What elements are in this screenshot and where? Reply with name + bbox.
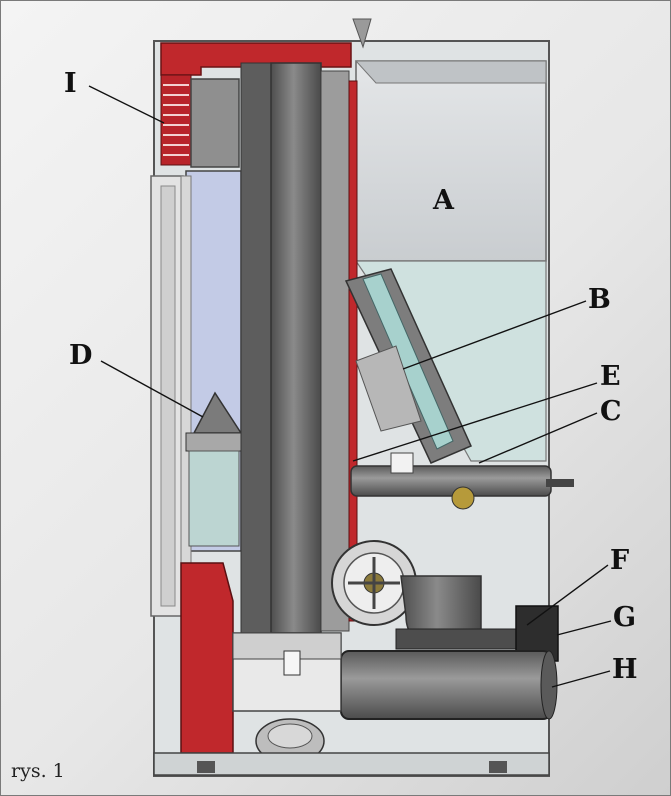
label-E: E xyxy=(600,361,621,392)
red-lower-panel xyxy=(180,562,234,754)
leader-line-B xyxy=(402,300,587,370)
combustion-chamber xyxy=(180,170,242,617)
deflector xyxy=(185,391,243,547)
exhaust-fan xyxy=(331,540,417,626)
leader-line-G xyxy=(556,620,612,636)
label-B: B xyxy=(588,284,611,315)
leader-line-H xyxy=(551,670,611,688)
label-D: D xyxy=(69,340,92,371)
heat-exchanger-coil xyxy=(160,74,240,168)
central-flue-column xyxy=(240,62,358,634)
pellet-hopper xyxy=(352,18,547,462)
leader-lines xyxy=(88,85,612,688)
label-C: C xyxy=(600,396,622,427)
flue-outlet-pipe xyxy=(340,650,558,720)
figure-caption: rys. 1 xyxy=(11,760,65,782)
base-unit xyxy=(153,632,550,776)
igniter-rod xyxy=(350,452,574,510)
label-G: G xyxy=(613,602,636,633)
leader-line-F xyxy=(526,564,609,626)
leader-line-D xyxy=(100,360,204,418)
label-A: A xyxy=(432,185,455,216)
label-H: H xyxy=(612,654,638,685)
feed-auger-tube xyxy=(344,268,472,464)
leader-line-E xyxy=(352,382,598,462)
leader-line-I xyxy=(88,85,165,124)
leader-line-C xyxy=(478,412,598,464)
label-F: F xyxy=(610,545,629,576)
label-I: I xyxy=(64,68,77,99)
